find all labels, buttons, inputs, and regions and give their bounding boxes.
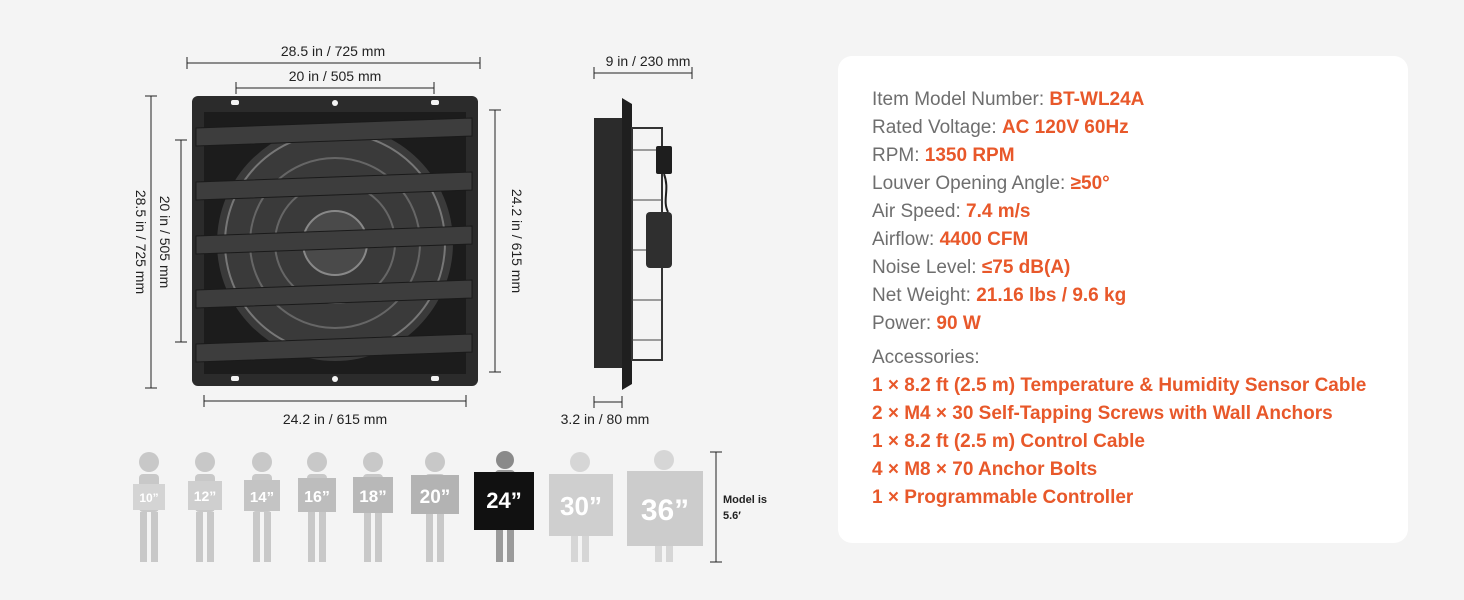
spec-value: 1350 RPM xyxy=(924,145,1015,166)
model-note-line1: Model is xyxy=(723,494,767,506)
size-label-36: 36” xyxy=(641,494,689,527)
spec-value: 21.16 lbs / 9.6 kg xyxy=(976,285,1127,306)
side-view-fan xyxy=(594,98,672,390)
spec-label: Net Weight: xyxy=(872,285,977,306)
front-side-height-label: 24.2 in / 615 mm xyxy=(509,189,525,293)
spec-value: ≤75 dB(A) xyxy=(981,257,1071,278)
size-label-20: 20” xyxy=(420,487,451,508)
spec-label: Item Model Number: xyxy=(872,89,1050,110)
spec-rpm: RPM: 1350 RPM xyxy=(872,142,1366,170)
spec-label: Louver Opening Angle: xyxy=(872,173,1071,194)
figure-12 xyxy=(188,452,222,562)
product-diagram: 28.5 in / 725 mm 20 in / 505 mm 28.5 in … xyxy=(133,43,767,563)
size-label-30: 30” xyxy=(560,491,602,521)
size-label-24: 24” xyxy=(486,488,521,513)
spec-noise-level: Noise Level: ≤75 dB(A) xyxy=(872,254,1366,282)
spec-value: 90 W xyxy=(936,313,981,334)
accessory-item: 1 × 8.2 ft (2.5 m) Temperature & Humidit… xyxy=(872,375,1367,396)
accessory-item: 1 × Programmable Controller xyxy=(872,487,1134,508)
figure-16 xyxy=(298,452,336,562)
front-overall-height-label: 28.5 in / 725 mm xyxy=(133,190,149,294)
spec-value: 4400 CFM xyxy=(939,229,1029,250)
spec-label: RPM: xyxy=(872,145,925,166)
figure-24-highlighted xyxy=(474,451,534,562)
spec-label: Air Speed: xyxy=(872,201,966,222)
spec-label: Airflow: xyxy=(872,229,940,250)
side-flange-label: 3.2 in / 80 mm xyxy=(561,411,650,427)
spec-value: AC 120V 60Hz xyxy=(1001,117,1129,138)
spec-value: BT-WL24A xyxy=(1049,89,1145,110)
spec-rated-voltage: Rated Voltage: AC 120V 60Hz xyxy=(872,114,1366,142)
model-note-line2: 5.6′ xyxy=(723,510,741,522)
size-comparison: 10” 12” 14” 16” 18” 20” 24” 30” 36” Mode… xyxy=(133,450,767,563)
accessory-item: 4 × M8 × 70 Anchor Bolts xyxy=(872,459,1098,480)
size-label-16: 16” xyxy=(304,489,330,506)
spec-label: Power: xyxy=(872,313,937,334)
figure-30 xyxy=(549,452,613,562)
front-inner-height-label: 20 in / 505 mm xyxy=(157,196,173,289)
accessory-item: 1 × 8.2 ft (2.5 m) Control Cable xyxy=(872,431,1145,452)
spec-net-weight: Net Weight: 21.16 lbs / 9.6 kg xyxy=(872,282,1366,310)
figure-14 xyxy=(244,452,280,562)
spec-value: 7.4 m/s xyxy=(966,201,1031,222)
size-label-14: 14” xyxy=(250,489,274,506)
figure-10 xyxy=(133,452,165,562)
figure-36 xyxy=(627,450,703,562)
front-view-fan xyxy=(192,96,478,386)
figure-18 xyxy=(353,452,393,562)
spec-power: Power: 90 W xyxy=(872,310,1366,338)
accessories-title: Accessories: xyxy=(872,347,980,368)
front-overall-width-label: 28.5 in / 725 mm xyxy=(281,43,385,59)
model-height-bracket xyxy=(710,451,722,563)
size-label-18: 18” xyxy=(359,487,386,506)
size-label-12: 12” xyxy=(194,488,217,504)
figure-20 xyxy=(411,452,459,562)
spec-louver-angle: Louver Opening Angle: ≥50° xyxy=(872,170,1366,198)
accessory-item: 2 × M4 × 30 Self-Tapping Screws with Wal… xyxy=(872,403,1333,424)
spec-model-number: Item Model Number: BT-WL24A xyxy=(872,86,1366,114)
spec-card: Item Model Number: BT-WL24A Rated Voltag… xyxy=(838,56,1408,543)
side-depth-label: 9 in / 230 mm xyxy=(606,53,691,69)
front-inner-width-label: 20 in / 505 mm xyxy=(289,68,382,84)
spec-air-speed: Air Speed: 7.4 m/s xyxy=(872,198,1366,226)
spec-label: Noise Level: xyxy=(872,257,982,278)
front-dimension-lines xyxy=(145,57,501,407)
size-label-10: 10” xyxy=(139,491,158,505)
side-dimension-lines xyxy=(593,67,693,408)
front-bottom-width-label: 24.2 in / 615 mm xyxy=(283,411,387,427)
spec-label: Rated Voltage: xyxy=(872,117,1002,138)
spec-airflow: Airflow: 4400 CFM xyxy=(872,226,1366,254)
spec-list: Item Model Number: BT-WL24A Rated Voltag… xyxy=(872,86,1366,512)
spec-value: ≥50° xyxy=(1070,173,1110,194)
